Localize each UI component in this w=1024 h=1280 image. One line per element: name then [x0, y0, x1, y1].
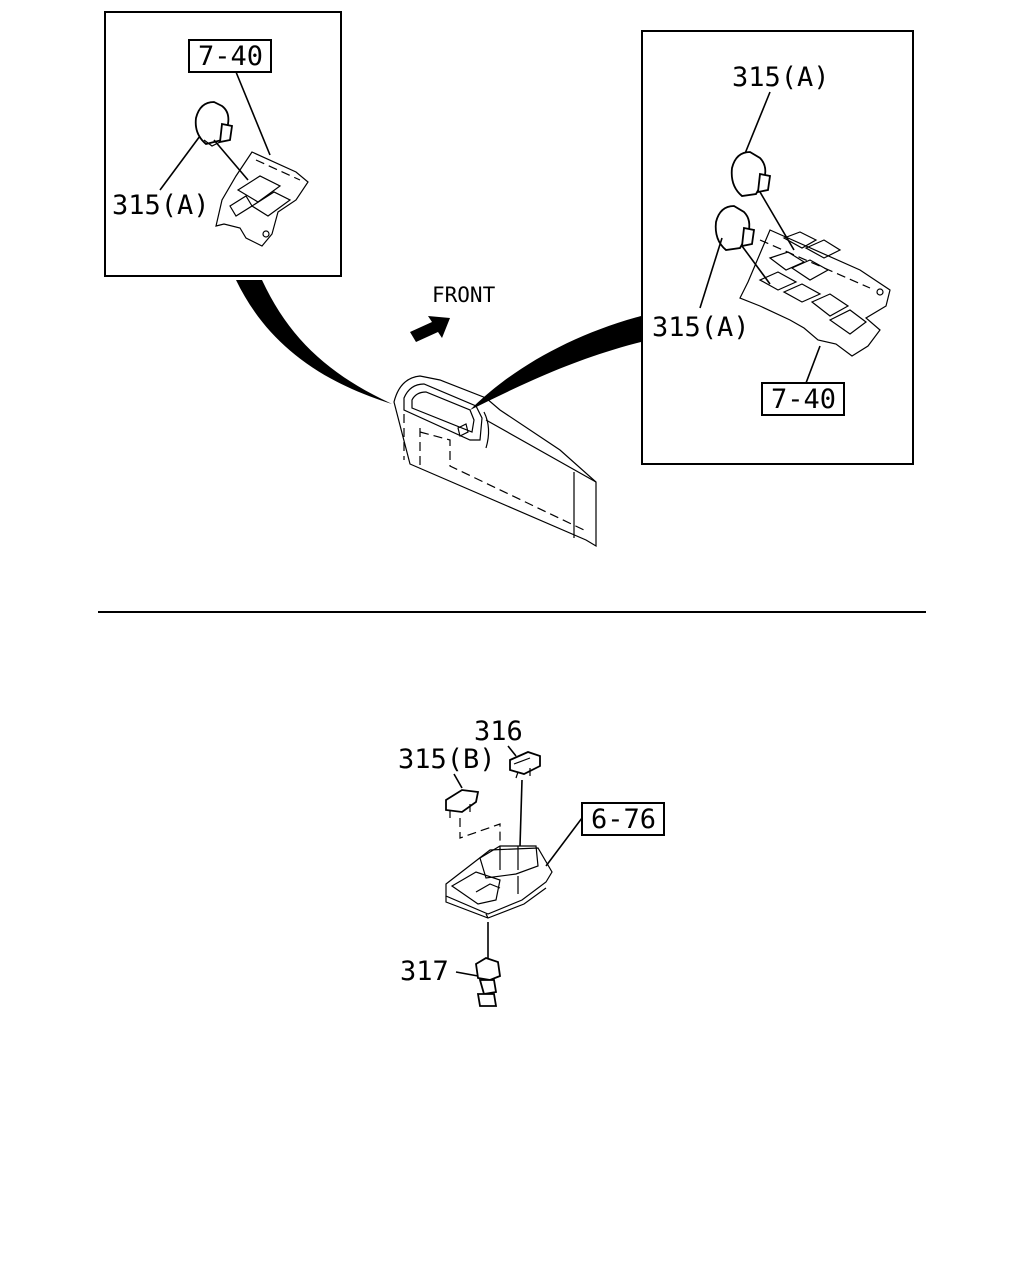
console-panel [445, 845, 553, 919]
ref-box-6-76 [581, 802, 665, 836]
ref-label-7-40-right: 7-40 [771, 384, 836, 415]
ref-box-7-40-right [761, 382, 845, 416]
ref-label-6-76: 6-76 [591, 804, 656, 835]
switch-316 [509, 751, 541, 779]
leader-line [743, 91, 771, 157]
switch-315a-lower [714, 205, 756, 251]
part-label-315a-left: 315(A) [112, 190, 210, 221]
part-label-317: 317 [400, 956, 449, 987]
leader-line [235, 71, 271, 156]
ref-box-7-40-left [188, 39, 272, 73]
leader-line [741, 245, 771, 285]
leader-line [159, 135, 201, 191]
leader-line [519, 779, 523, 847]
door-trim-panel [393, 375, 597, 548]
part-label-315b: 315(B) [398, 744, 496, 775]
leader-line [507, 745, 517, 757]
front-direction-label: FRONT [432, 283, 496, 307]
switch-315a-upper [730, 151, 772, 197]
leader-line [213, 139, 249, 181]
leader-line [805, 345, 821, 384]
leader-line [459, 818, 501, 850]
leader-line [545, 817, 583, 867]
left-callout-wedge [236, 280, 392, 404]
part-label-315a-top: 315(A) [732, 62, 830, 93]
lower-assembly: 316 315(B) 6-76 [398, 716, 665, 1007]
upper-left-inset: 7-40 315(A) [104, 11, 342, 277]
leader-line [759, 191, 795, 251]
part-label-315a-bottom: 315(A) [652, 312, 750, 343]
switch-315a-left [194, 101, 234, 147]
part-label-316: 316 [474, 716, 523, 747]
leader-line [455, 971, 479, 977]
leader-line [699, 237, 723, 309]
mounting-plate-left [215, 151, 309, 247]
front-arrow-icon [410, 316, 450, 342]
mounting-plate-right [739, 229, 891, 357]
cover-315b [445, 789, 480, 818]
connector-317 [475, 957, 501, 1007]
leader-line [453, 773, 463, 789]
ref-label-7-40-left: 7-40 [198, 41, 263, 72]
upper-right-inset: 315(A) 315(A) [641, 30, 914, 465]
right-callout-wedge [470, 316, 641, 410]
